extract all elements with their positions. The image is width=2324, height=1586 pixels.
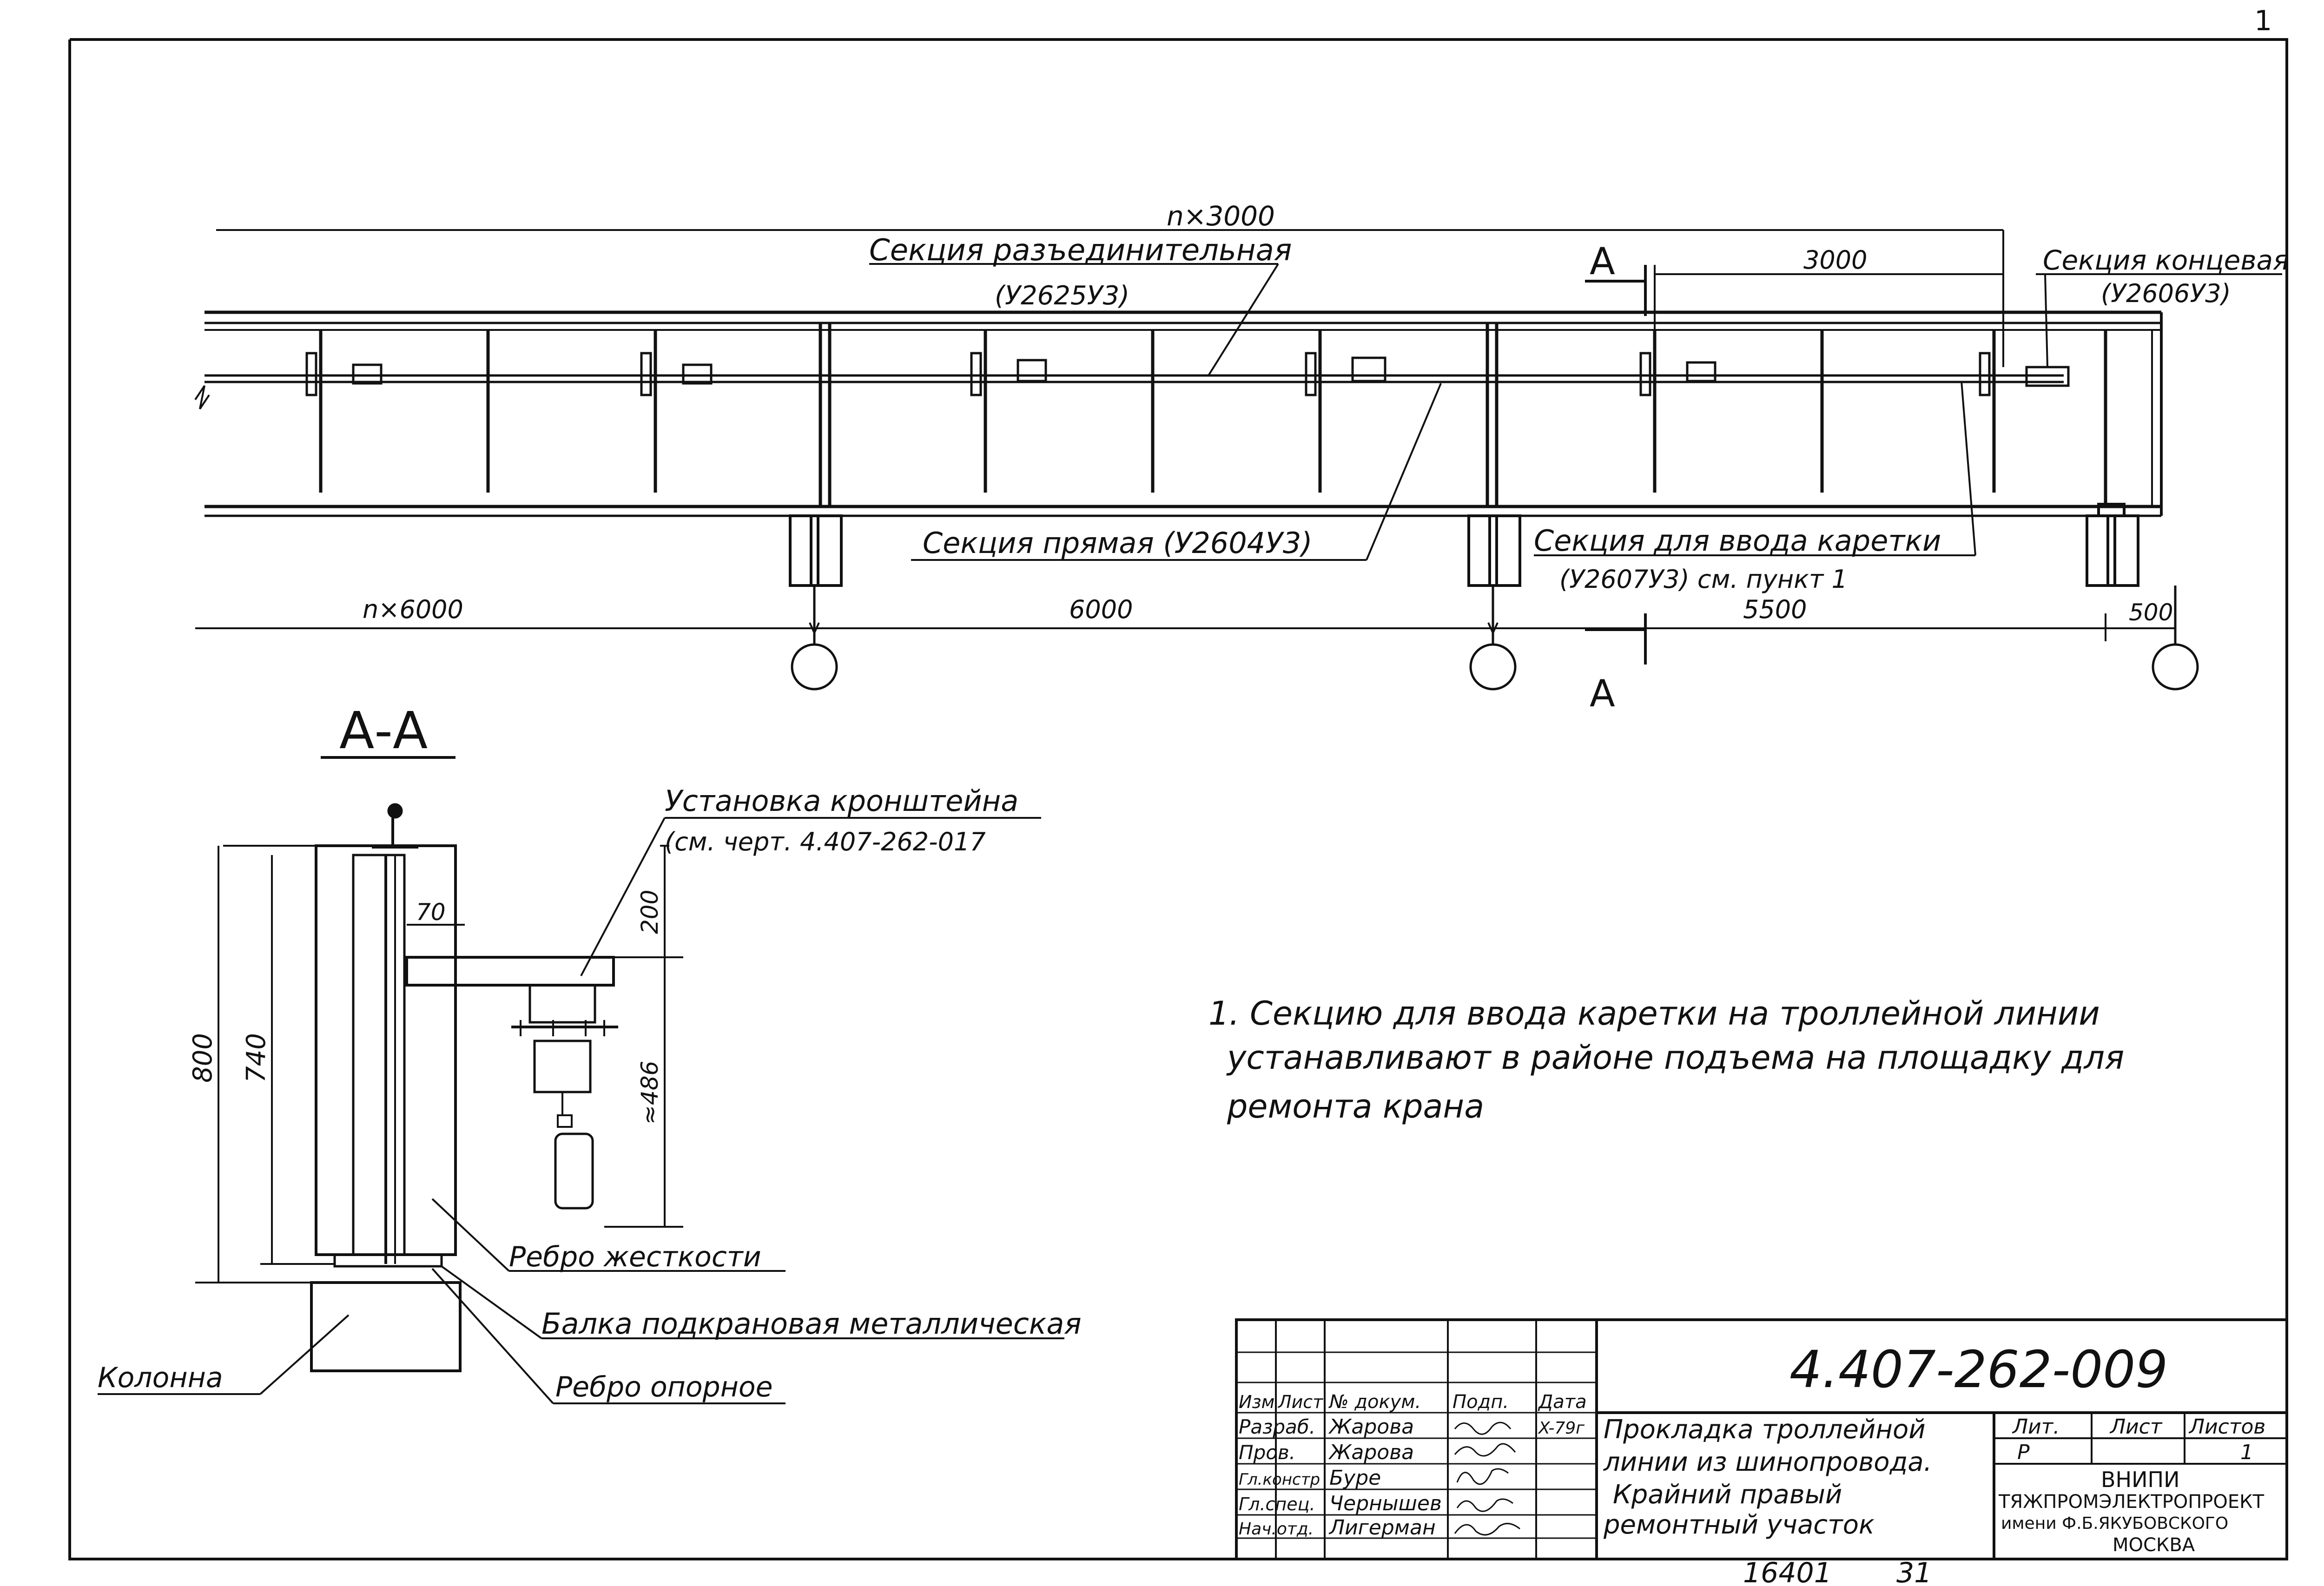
hdr-docnum: № докум. (1328, 1391, 1421, 1413)
label-disconnect-code: (У2625У3) (995, 281, 1129, 311)
label-carriage-section: Секция для ввода каретки (1534, 524, 1941, 558)
dim-200: 200 (636, 890, 663, 934)
dim-n6000: n×6000 (363, 595, 463, 624)
org-line-2: ТЯЖПРОМЭЛЕКТРОПРОЕКТ (1998, 1491, 2265, 1513)
doc-number: 4.407-262-009 (1789, 1340, 2168, 1399)
row-name-3: Буре (1329, 1466, 1381, 1490)
hdr-sign: Подп. (1452, 1391, 1509, 1413)
title-block (1235, 1318, 2288, 1560)
stage-hdr-sheets: Листов (2188, 1415, 2265, 1439)
label-carriage-code: (У2607У3) см. пункт 1 (1559, 565, 1848, 594)
label-bracket: Установка кронштейна (665, 784, 1018, 818)
label-end-code: (У2606У3) (2101, 279, 2231, 308)
footer-number: 16401 (1743, 1557, 1832, 1586)
footer-sheet: 31 (1896, 1557, 1932, 1586)
section-mark-bottom: A (1590, 672, 1615, 715)
title-line-3: Крайний правый (1613, 1480, 1842, 1510)
dim-5500: 5500 (1743, 595, 1807, 624)
hdr-list: Лист (1277, 1392, 1324, 1412)
label-column: Колонна (98, 1362, 223, 1394)
stage-sheets-value: 1 (2240, 1441, 2253, 1464)
org-line-4: МОСКВА (2113, 1534, 2195, 1556)
dim-70: 70 (416, 899, 446, 926)
row-role-4: Гл.спец. (1239, 1494, 1315, 1514)
label-straight-section: Секция прямая (У2604У3) (923, 526, 1313, 560)
dim-500: 500 (2129, 599, 2173, 626)
stage-lit-value: Р (2017, 1441, 2030, 1464)
row-name-2: Жарова (1328, 1441, 1414, 1464)
dim-740: 740 (241, 1033, 271, 1083)
hdr-date: Дата (1538, 1391, 1587, 1413)
note-line-3: ремонта крана (1227, 1087, 1484, 1125)
row-date-1: X-79г (1538, 1419, 1585, 1438)
label-bracket-ref: (см. черт. 4.407-262-017 (665, 827, 986, 856)
page-corner-mark: 1 (2254, 5, 2272, 37)
section-mark-top: A (1590, 240, 1615, 283)
section-aa-title: А-А (339, 701, 428, 760)
row-name-1: Жарова (1328, 1415, 1414, 1439)
dim-486: ≈486 (636, 1061, 663, 1125)
label-support-rib: Ребро опорное (555, 1371, 773, 1403)
dim-6000: 6000 (1069, 595, 1133, 624)
title-line-4: ремонтный участок (1603, 1510, 1875, 1540)
row-role-1: Разраб. (1239, 1415, 1315, 1438)
org-line-3: имени Ф.Б.ЯКУБОВСКОГО (2001, 1514, 2228, 1533)
row-name-4: Чернышев (1329, 1492, 1442, 1515)
label-disconnect-section: Секция разъединительная (869, 233, 1292, 268)
label-end-section: Секция концевая (2043, 244, 2289, 276)
section-aa-view (98, 756, 1064, 1404)
dim-3000: 3000 (1803, 245, 1867, 275)
stage-hdr-lit: Лит. (2012, 1415, 2060, 1439)
title-line-1: Прокладка троллейной (1604, 1415, 1926, 1445)
label-crane-beam: Балка подкрановая металлическая (541, 1307, 1082, 1341)
stage-hdr-sheet: Лист (2109, 1415, 2163, 1439)
org-line-1: ВНИПИ (2101, 1467, 2180, 1492)
row-role-3: Гл.констр (1239, 1470, 1320, 1489)
dim-800: 800 (188, 1033, 218, 1083)
note-line-2: устанавливают в районе подъема на площад… (1226, 1039, 2124, 1077)
label-stiffener: Ребро жесткости (509, 1241, 761, 1273)
title-line-2: линии из шинопровода. (1603, 1447, 1932, 1477)
row-role-2: Пров. (1239, 1441, 1295, 1464)
elevation-view (194, 229, 2282, 691)
hdr-izm: Изм (1239, 1392, 1274, 1412)
row-name-5: Лигерман (1328, 1516, 1436, 1540)
row-role-5: Нач.отд. (1239, 1520, 1314, 1539)
note-line-1: 1. Секцию для ввода каретки на троллейно… (1208, 994, 2100, 1033)
dim-n3000: n×3000 (1167, 200, 1275, 232)
